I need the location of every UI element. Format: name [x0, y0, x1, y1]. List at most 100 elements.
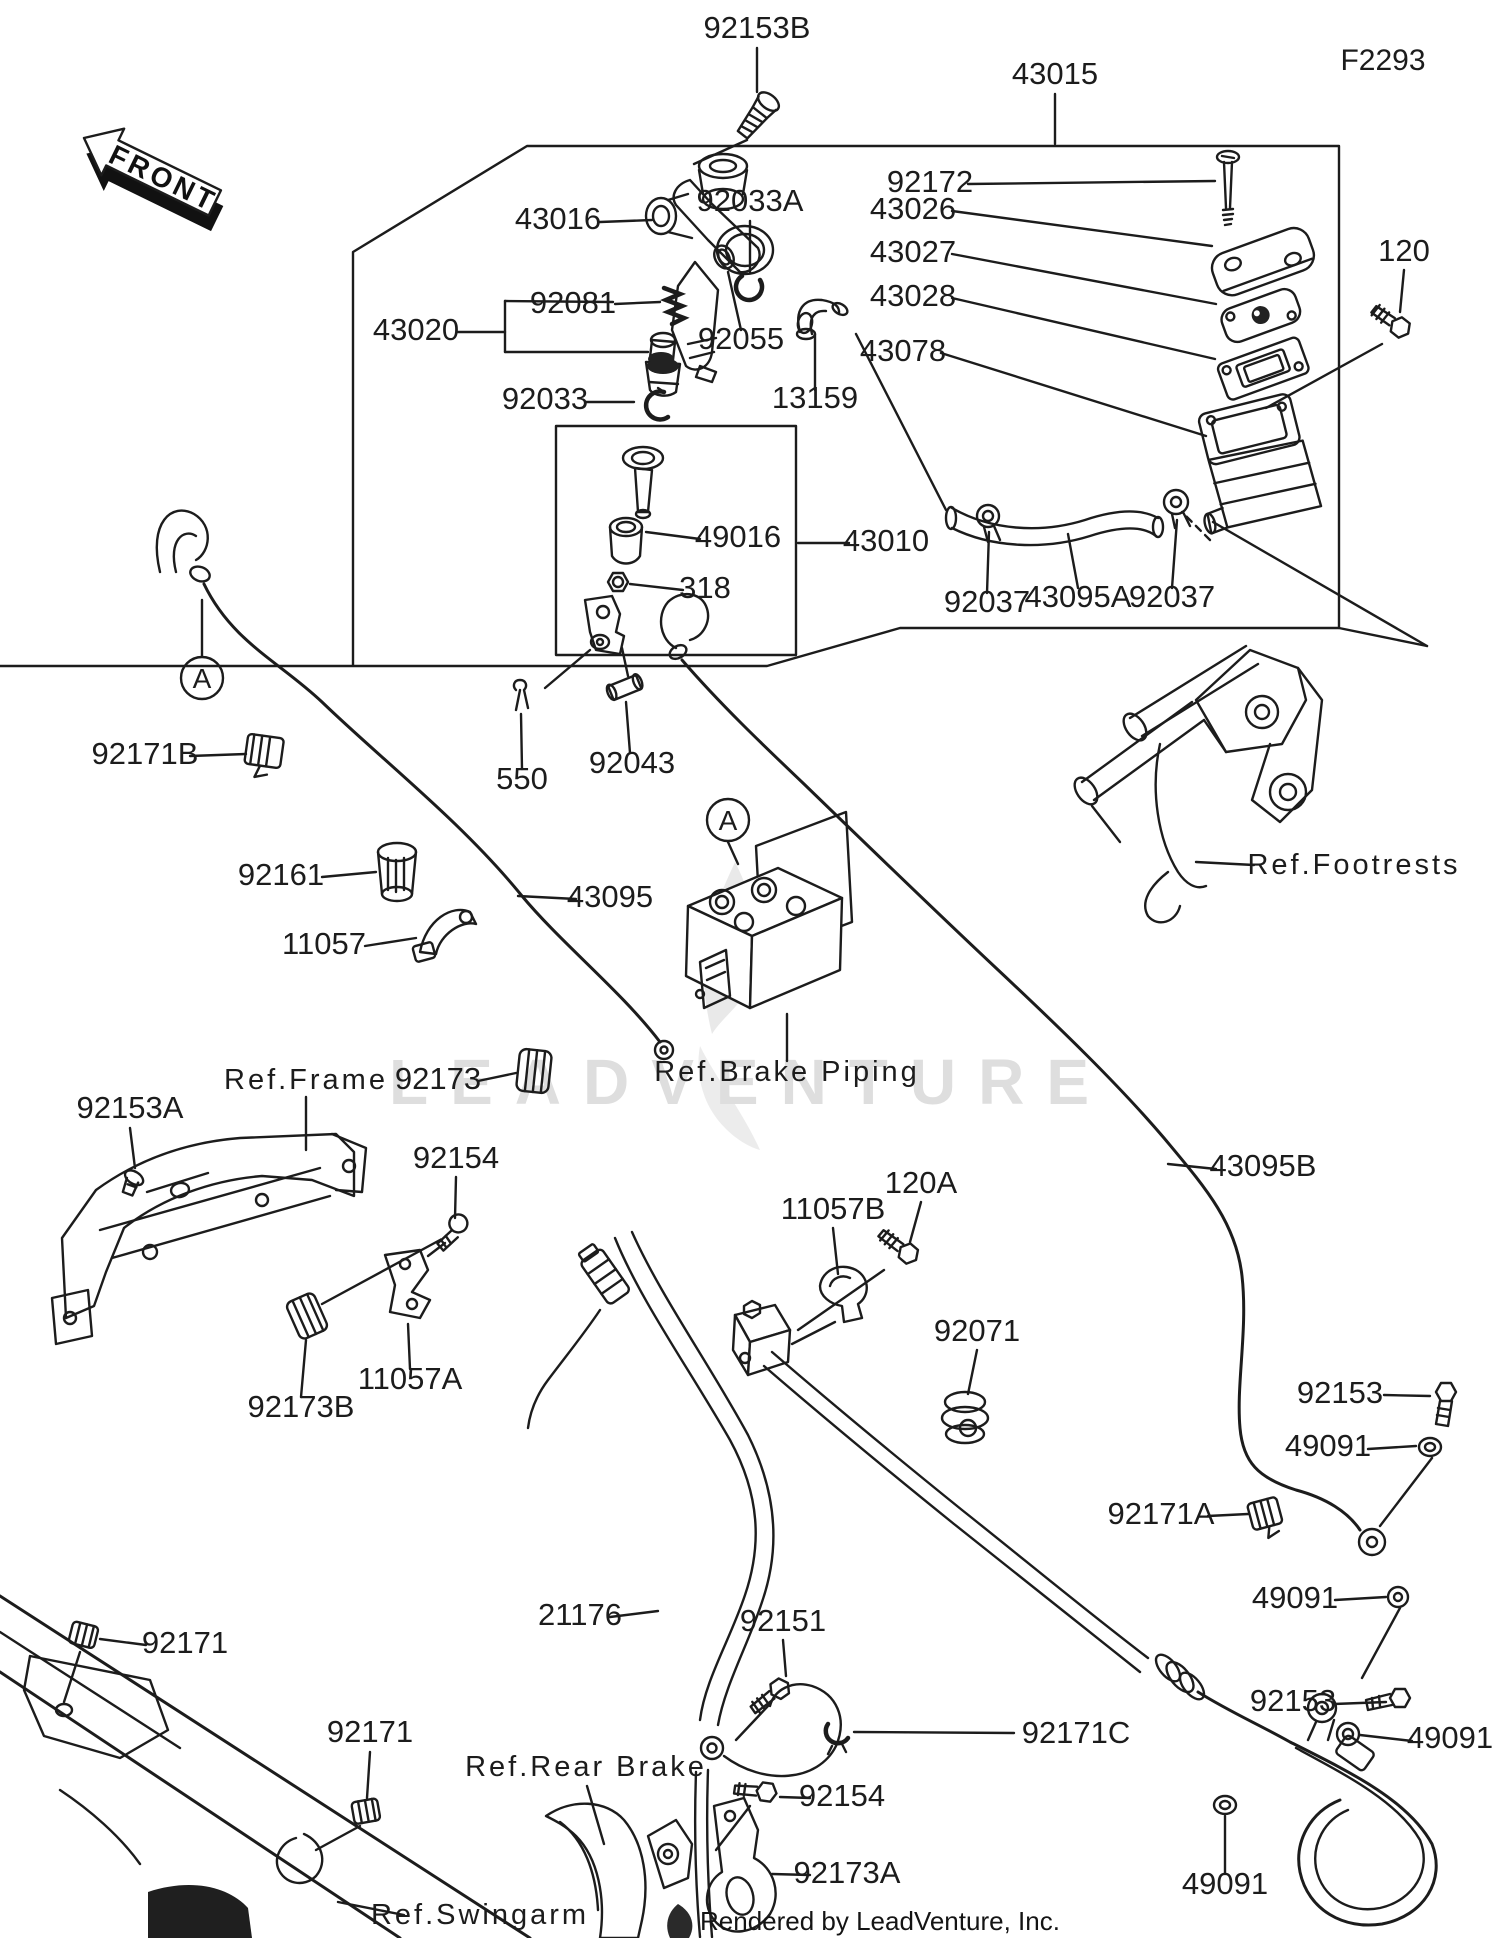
outer-assembly-box	[0, 144, 1341, 668]
credit-line: Rendered by LeadVenture, Inc.	[667, 1904, 1060, 1938]
clamp-11057b-drawing	[818, 1265, 868, 1324]
detail-marker-a-left: A	[179, 655, 225, 701]
ref-label-footrests: Ref.Footrests	[1247, 849, 1460, 881]
part-label-43095a: 43095A	[1025, 579, 1132, 614]
frame-bracket-drawing	[50, 1132, 368, 1346]
part-label-43095: 43095	[567, 879, 653, 914]
bolt-92154-bottom-drawing	[732, 1781, 778, 1803]
part-label-92151: 92151	[740, 1603, 826, 1638]
washer-49091-upper-drawing	[1417, 1436, 1443, 1458]
part-label-92173a: 92173A	[794, 1855, 901, 1890]
hose-connection-line	[854, 332, 948, 512]
svg-text:A: A	[193, 663, 212, 694]
washer-49091-upper-inner	[1423, 1441, 1437, 1453]
grommet-92071-drawing	[940, 1390, 990, 1445]
oring-92055-drawing	[713, 244, 735, 270]
piston-43020-drawing	[644, 331, 682, 397]
part-label-92173b: 92173B	[248, 1389, 355, 1424]
bolt-92153-upper-drawing	[1434, 1381, 1458, 1428]
stay-92173a-drawing	[705, 1796, 777, 1933]
diaphragm-plate-43027-drawing	[1220, 287, 1302, 344]
gasket-43028-drawing	[1216, 336, 1310, 401]
part-label-13159: 13159	[772, 380, 858, 415]
part-label-92154-top: 92154	[413, 1140, 499, 1175]
rear-brake-guard-drawing	[544, 1802, 694, 1938]
spring-92081-drawing	[659, 285, 690, 327]
front-direction-icon: FRONT	[82, 127, 224, 232]
part-label-49091-bottom: 49091	[1182, 1866, 1268, 1901]
clip-92171c-drawing	[823, 1721, 851, 1756]
part-label-92171a: 92171A	[1108, 1496, 1215, 1531]
footrest-assembly-drawing	[1073, 644, 1324, 924]
leadventure-leaf-icon	[667, 1904, 693, 1938]
part-label-11057: 11057	[282, 926, 366, 961]
credit-text: Rendered by LeadVenture, Inc.	[700, 1906, 1060, 1936]
damper-92173b-drawing	[285, 1292, 329, 1340]
cup-49016-drawing	[608, 516, 644, 565]
abs-unit-drawing	[684, 810, 854, 1010]
part-label-49091-upper: 49091	[1285, 1428, 1371, 1463]
watermark-text: LEADVENTURE	[389, 1046, 1111, 1118]
clamp-92037-left-drawing	[975, 503, 1002, 544]
reference-labels: Ref.Footrests Ref.Frame Ref.Brake Piping…	[224, 849, 1460, 1931]
part-label-43078: 43078	[860, 333, 946, 368]
washer-49091-bottom-drawing	[1212, 1794, 1238, 1816]
washer-49091-mid-drawing	[1386, 1585, 1410, 1609]
detail-marker-a-center: A	[705, 797, 751, 843]
ref-label-frame: Ref.Frame	[224, 1064, 388, 1096]
ref-label-brake-piping: Ref.Brake Piping	[654, 1056, 920, 1088]
elbow-13159-drawing	[795, 298, 849, 341]
part-label-92153a: 92153A	[77, 1090, 184, 1125]
ref-label-swingarm: Ref.Swingarm	[371, 1899, 589, 1931]
part-labels: 92153B 43015 F2293 43016 92033A 92081 43…	[77, 10, 1494, 1901]
ref-label-rear-brake: Ref.Rear Brake	[465, 1751, 707, 1783]
part-label-43016: 43016	[515, 201, 601, 236]
rear-pipe-43095b-drawing	[659, 593, 1387, 1557]
part-label-92037-right: 92037	[1129, 579, 1215, 614]
part-label-43028: 43028	[870, 278, 956, 313]
part-label-43095b: 43095B	[1210, 1148, 1317, 1183]
part-label-92171-second: 92171	[327, 1714, 413, 1749]
part-label-92055: 92055	[698, 321, 784, 356]
reservoir-screw-92172-drawing	[1215, 149, 1241, 227]
assembly-outline-boxes	[0, 144, 1429, 668]
clamp-92037-right-drawing	[1162, 488, 1192, 530]
screw-92154-top-drawing	[436, 1213, 469, 1252]
callout-wedge-line	[1211, 520, 1429, 648]
bolt-92153-lower-drawing	[1364, 1687, 1412, 1712]
junction-block-drawing	[731, 1299, 792, 1377]
inner-assembly-box	[554, 424, 798, 657]
part-label-92071: 92071	[934, 1313, 1020, 1348]
part-label-550: 550	[496, 761, 548, 796]
part-label-92153-upper: 92153	[1297, 1375, 1383, 1410]
bolt-92153b-drawing	[736, 91, 781, 140]
part-label-92037-left: 92037	[944, 584, 1030, 619]
pushrod-plunger-drawing	[621, 445, 665, 520]
part-label-92153b: 92153B	[704, 10, 811, 45]
part-label-92171b: 92171B	[92, 736, 199, 771]
part-label-120a: 120A	[885, 1165, 958, 1200]
pin-92043-drawing	[605, 673, 644, 702]
part-label-21176: 21176	[538, 1597, 622, 1632]
cotter-pin-550-drawing	[512, 678, 530, 712]
part-label-92081: 92081	[530, 285, 616, 320]
part-label-92171-first: 92171	[142, 1625, 228, 1660]
master-cylinder-drawing	[644, 152, 775, 384]
part-label-92043: 92043	[589, 745, 675, 780]
part-label-43020: 43020	[373, 312, 459, 347]
bolt-92151-drawing	[749, 1677, 791, 1715]
part-label-92172: 92172	[887, 164, 973, 199]
swingarm-drawing	[0, 1594, 532, 1938]
part-label-92161: 92161	[238, 857, 324, 892]
reservoir-tank-43078-drawing	[1197, 393, 1323, 535]
reservoir-cap-43026-drawing	[1210, 226, 1316, 297]
washer-49091-right-drawing	[1335, 1721, 1361, 1747]
part-label-43015: 43015	[1012, 56, 1098, 91]
part-label-318: 318	[679, 570, 731, 605]
clevis-joint-drawing	[543, 594, 630, 690]
part-label-92171c: 92171C	[1022, 1715, 1131, 1750]
part-label-92033a: 92033A	[697, 183, 804, 218]
part-label-92154-bottom: 92154	[799, 1778, 885, 1813]
part-label-43027: 43027	[870, 234, 956, 269]
